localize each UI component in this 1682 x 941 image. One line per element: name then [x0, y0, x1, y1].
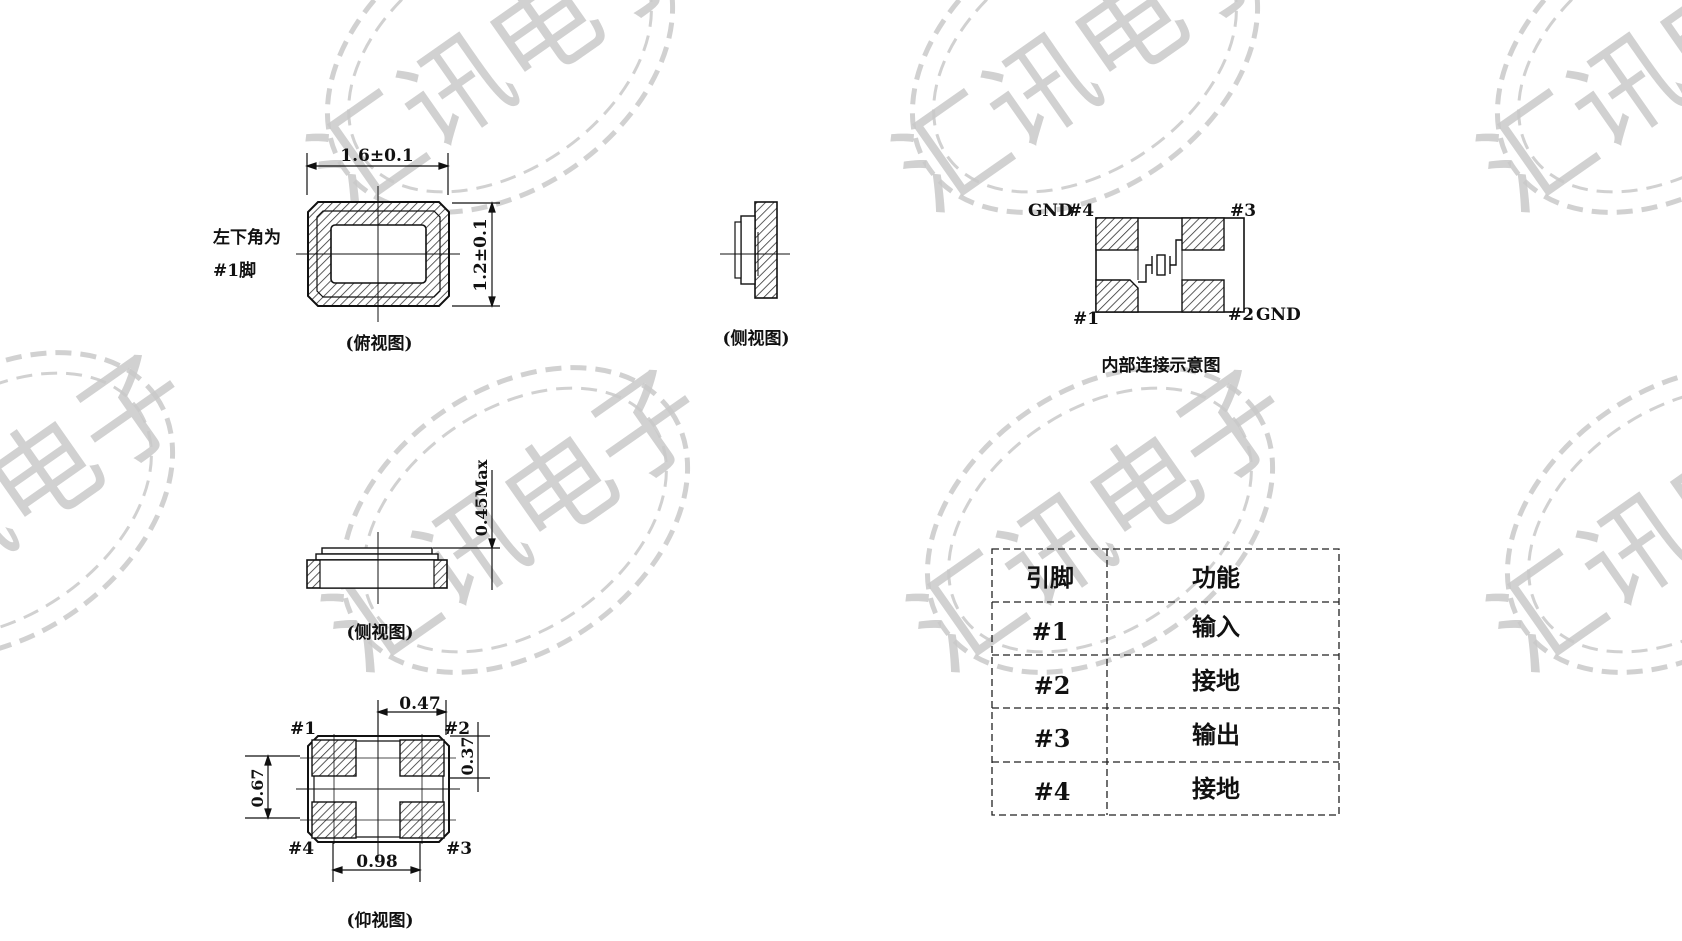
- dim-height-label: 0.67: [248, 769, 267, 808]
- internal-pin2-label: #2: [1228, 305, 1254, 325]
- side-view-small: (侧视图): [720, 201, 790, 349]
- side-view-height-label: 0.45Max: [472, 459, 491, 536]
- bottom-pin-3-label: #3: [446, 839, 472, 859]
- dim-width-label: 0.98: [356, 852, 397, 872]
- bottom-pin-2-label: #2: [444, 719, 470, 739]
- internal-pad-4: [1095, 217, 1139, 251]
- internal-pad-2: [1181, 279, 1225, 313]
- bottom-pin-1-label: #1: [290, 719, 316, 739]
- watermark-text: 汇讯电子: [1458, 0, 1682, 236]
- side-view-height-dimension: [433, 470, 500, 590]
- internal-gnd-bottom-label: GND: [1256, 305, 1301, 325]
- top-view-width-dimension: [305, 153, 450, 195]
- table-row-1-function: 输入: [1192, 612, 1240, 641]
- internal-pin3-label: #3: [1230, 201, 1256, 221]
- watermark-5: 汇讯电子: [303, 346, 729, 696]
- side-view-large-caption: (侧视图): [346, 622, 413, 643]
- side-view-large: 0.45Max (侧视图): [306, 459, 500, 643]
- table-row-2-pin: #2: [1034, 671, 1071, 700]
- table-row-4-function: 接地: [1192, 774, 1240, 803]
- bottom-view: #1 #2 #3 #4 0.47 0.37 0.67 0.98 (仰视图): [245, 694, 490, 931]
- corner-note-line1: 左下角为: [213, 227, 281, 248]
- internal-pad-3: [1181, 217, 1225, 251]
- table-header-pin: 引脚: [1026, 563, 1074, 592]
- top-view-height-dimension: [452, 201, 500, 308]
- table-row-2-function: 接地: [1192, 666, 1240, 695]
- internal-pin1-label: #1: [1073, 309, 1099, 329]
- table-row-1-pin: #1: [1032, 617, 1069, 646]
- top-view-width-label: 1.6±0.1: [340, 146, 413, 166]
- top-view-caption: (俯视图): [345, 333, 412, 354]
- internal-diagram: GND #4 #3 #1 #2 GND 内部连接示意图: [1028, 201, 1301, 376]
- watermark-4: 汇讯电子: [0, 331, 214, 681]
- internal-gnd-top-label: GND: [1028, 201, 1073, 221]
- side-view-small-caption: (侧视图): [722, 328, 789, 349]
- watermark-3: 汇讯电子: [1458, 0, 1682, 236]
- watermark-2: 汇讯电子: [873, 0, 1299, 236]
- watermark-6: 汇讯电子: [888, 346, 1314, 696]
- crystal-symbol: [1138, 239, 1182, 283]
- internal-diagram-caption: 内部连接示意图: [1102, 355, 1221, 376]
- corner-note-line2: #1脚: [213, 260, 256, 281]
- dim-pad-width-label: 0.47: [399, 694, 440, 714]
- table-row-4-pin: #4: [1034, 777, 1071, 806]
- watermark-7: 汇讯电子: [1468, 346, 1682, 696]
- top-view: 1.6±0.1 1.2±0.1 左下角为 #1脚 (俯视图): [213, 146, 500, 354]
- internal-pad-1: [1095, 279, 1139, 313]
- watermark-text: 汇讯电子: [0, 331, 214, 681]
- table-header-function: 功能: [1192, 563, 1240, 592]
- table-row-3-pin: #3: [1034, 724, 1071, 753]
- pin-table: 引脚 功能 #1 输入 #2 接地 #3 输出 #4 接地: [991, 548, 1340, 816]
- dim-pad-height-label: 0.37: [458, 737, 477, 776]
- top-view-height-label: 1.2±0.1: [471, 218, 491, 291]
- table-row-3-function: 输出: [1192, 720, 1240, 749]
- bottom-pin-4-label: #4: [288, 839, 314, 859]
- internal-pin4-label: #4: [1068, 201, 1094, 221]
- bottom-view-caption: (仰视图): [346, 910, 413, 931]
- watermark-text: 汇讯电子: [1468, 346, 1682, 696]
